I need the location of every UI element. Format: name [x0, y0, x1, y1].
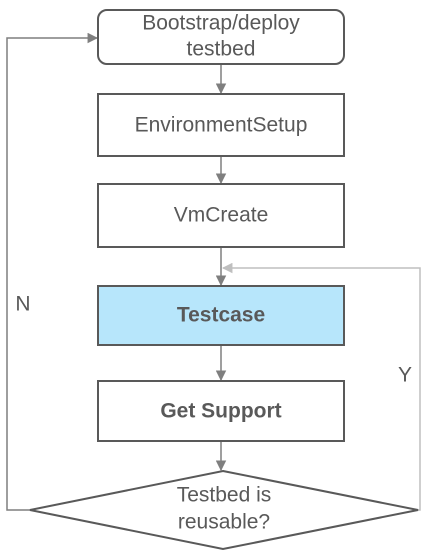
- yes-edge-label: Y: [398, 364, 412, 387]
- decision-label-line1: Testbed is: [177, 484, 272, 507]
- decision-label-line2: reusable?: [178, 511, 270, 534]
- environment-setup-node: EnvironmentSetup: [97, 93, 345, 157]
- environment-setup-label: EnvironmentSetup: [135, 114, 308, 137]
- vmcreate-label: VmCreate: [174, 204, 269, 227]
- testcase-node: Testcase: [97, 285, 345, 346]
- no-loop-connector: [6, 32, 99, 511]
- yes-loop-connector: [221, 262, 421, 511]
- get-support-label: Get Support: [160, 400, 281, 423]
- get-support-node: Get Support: [97, 380, 345, 442]
- bootstrap-node: Bootstrap/deploy testbed: [97, 9, 345, 65]
- no-edge-label: N: [15, 293, 30, 316]
- decision-node: Testbed is reusable?: [29, 469, 419, 551]
- bootstrap-label-line2: testbed: [187, 38, 256, 61]
- bootstrap-label-line1: Bootstrap/deploy: [142, 12, 300, 35]
- vmcreate-node: VmCreate: [97, 183, 345, 248]
- testcase-label: Testcase: [177, 304, 265, 327]
